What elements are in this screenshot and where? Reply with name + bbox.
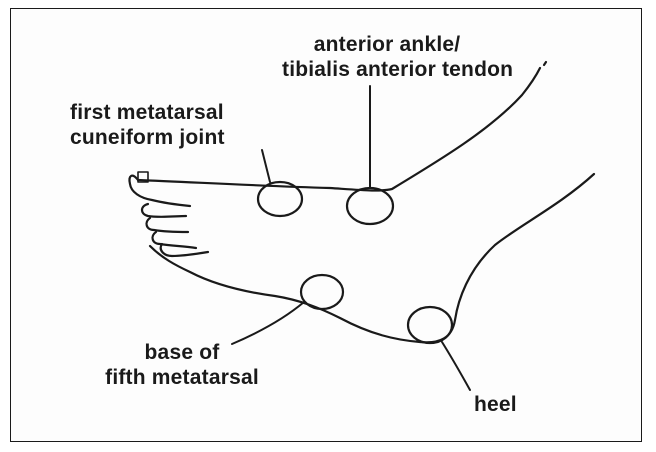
anterior-ankle-label: anterior ankle/ tibialis anterior tendon (282, 32, 492, 82)
toe-3-outline (147, 218, 188, 232)
anterior-ankle-label-line1: anterior ankle/ (282, 32, 492, 57)
base-label-line1: base of (82, 340, 282, 365)
heel-outline (150, 174, 594, 342)
fifth-metatarsal-circle (301, 275, 343, 309)
metatarsal-label-line1: first metatarsal (70, 100, 225, 125)
shin-tip-mark (544, 62, 546, 65)
metatarsal-cuneiform-label: first metatarsal cuneiform joint (70, 100, 225, 150)
metatarsal-label-line2: cuneiform joint (70, 125, 225, 150)
fifth-metatarsal-label: base of fifth metatarsal (82, 340, 282, 390)
toe-4-outline (153, 232, 196, 248)
heel-circle (408, 307, 452, 343)
heel-label: heel (474, 392, 517, 417)
anterior-ankle-label-line2: tibialis anterior tendon (282, 57, 492, 82)
heel-leader (442, 342, 470, 390)
anterior-ankle-circle (347, 188, 393, 224)
metatarsal-leader (262, 150, 270, 182)
base-label-line2: fifth metatarsal (82, 365, 282, 390)
base-leader (232, 302, 304, 344)
toe-2-outline (142, 204, 186, 217)
